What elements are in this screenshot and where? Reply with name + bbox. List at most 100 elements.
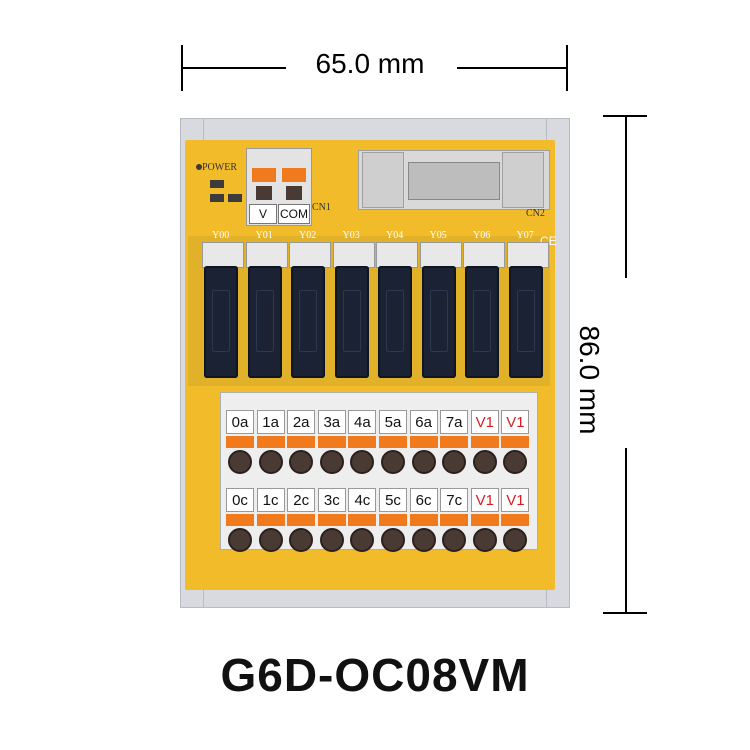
terminal-lever[interactable] (348, 514, 377, 526)
channel-label: Y07 (516, 230, 534, 241)
terminal-hole[interactable] (258, 450, 283, 474)
width-dim-right-tick (566, 45, 568, 91)
terminal-lever[interactable] (409, 514, 438, 526)
terminal-lever[interactable] (226, 436, 254, 448)
terminal-hole[interactable] (472, 450, 497, 474)
model-name: G6D-OC08VM (220, 649, 530, 701)
terminal-lever[interactable] (348, 436, 377, 448)
terminal-label: 1c (256, 488, 285, 512)
terminal-hole[interactable] (289, 528, 314, 552)
terminal-label: 7c (440, 488, 469, 512)
relay-socket (202, 242, 244, 268)
terminal-lever[interactable] (379, 514, 407, 526)
terminal-lever[interactable] (470, 514, 499, 526)
terminal-lever[interactable] (470, 436, 499, 448)
terminal-hole[interactable] (442, 528, 467, 552)
terminal-lever[interactable] (440, 436, 469, 448)
terminal-label: 5a (379, 410, 407, 434)
relay (465, 266, 499, 378)
terminal-label: 1a (256, 410, 285, 434)
terminal-label: 4c (348, 488, 377, 512)
terminal-lever[interactable] (501, 514, 530, 526)
terminal-lever[interactable] (317, 514, 346, 526)
terminal-lever[interactable] (256, 514, 285, 526)
relay-socket (463, 242, 505, 268)
relay (421, 266, 456, 378)
terminal-hole[interactable] (228, 450, 252, 474)
power-terminal-com-label: COM (278, 204, 310, 224)
terminal-hole[interactable] (350, 528, 375, 552)
relay (204, 266, 238, 378)
terminal-lever[interactable] (287, 436, 316, 448)
header-connector-socket (408, 162, 500, 200)
terminal-label: 0c (226, 488, 254, 512)
relay (508, 266, 543, 378)
cn2-label: CN2 (526, 208, 545, 219)
width-dim-line-left (182, 67, 286, 69)
channel-label: Y01 (255, 230, 273, 241)
terminal-hole[interactable] (411, 528, 436, 552)
relay-marking (212, 290, 230, 352)
terminal-label: V1 (470, 410, 499, 434)
height-dim-line-top (625, 116, 627, 278)
terminal-hole[interactable] (258, 528, 283, 552)
relay-marking (429, 290, 448, 352)
terminal-hole[interactable] (350, 450, 375, 474)
power-hole-com (286, 186, 302, 200)
terminal-lever[interactable] (501, 436, 530, 448)
relay-socket (506, 242, 549, 268)
terminal-hole[interactable] (381, 528, 405, 552)
terminal-label: 7a (440, 410, 469, 434)
terminal-lever[interactable] (379, 436, 407, 448)
terminal-hole[interactable] (472, 528, 497, 552)
relay (291, 266, 325, 378)
terminal-lever[interactable] (440, 514, 469, 526)
terminal-label: 5c (379, 488, 407, 512)
terminal-lever[interactable] (409, 436, 438, 448)
channel-label: Y06 (473, 230, 491, 241)
terminal-hole[interactable] (289, 450, 314, 474)
terminal-hole[interactable] (411, 450, 436, 474)
terminal-hole[interactable] (442, 450, 467, 474)
channel-label: Y02 (299, 230, 317, 241)
terminal-hole[interactable] (503, 528, 528, 552)
relay-marking (516, 290, 535, 352)
terminal-lever[interactable] (287, 514, 316, 526)
header-connector-latch-left (362, 152, 404, 208)
terminal-hole[interactable] (228, 528, 252, 552)
terminal-hole[interactable] (319, 528, 344, 552)
relay (247, 266, 282, 378)
header-connector-latch-right (502, 152, 544, 208)
power-terminal-v-label: V (249, 204, 277, 224)
relay-marking (342, 290, 361, 352)
power-led (196, 164, 202, 170)
terminal-label: 2c (287, 488, 316, 512)
relay-marking (299, 290, 317, 352)
relay-socket (419, 242, 462, 268)
height-dim-bottom-tick (603, 612, 647, 614)
width-dim-label: 65.0 mm (315, 48, 425, 79)
terminal-label: V1 (501, 488, 530, 512)
power-smd-1 (210, 180, 224, 188)
terminal-lever[interactable] (226, 514, 254, 526)
power-lever-com[interactable] (282, 168, 306, 182)
channel-label: Y00 (212, 230, 230, 241)
relay (334, 266, 369, 378)
relay-marking (473, 290, 491, 352)
terminal-lever[interactable] (256, 436, 285, 448)
channel-label: Y05 (429, 230, 447, 241)
power-silk-label: POWER (202, 162, 237, 173)
terminal-label: V1 (501, 410, 530, 434)
terminal-hole[interactable] (319, 450, 344, 474)
terminal-lever[interactable] (317, 436, 346, 448)
terminal-label: 0a (226, 410, 254, 434)
terminal-hole[interactable] (503, 450, 528, 474)
relay-socket (289, 242, 331, 268)
power-lever-v[interactable] (252, 168, 276, 182)
terminal-label: 3a (317, 410, 346, 434)
terminal-hole[interactable] (381, 450, 405, 474)
height-dim-line-bottom (625, 448, 627, 613)
terminal-label: 2a (287, 410, 316, 434)
relay-socket (332, 242, 375, 268)
relay-marking (386, 290, 404, 352)
